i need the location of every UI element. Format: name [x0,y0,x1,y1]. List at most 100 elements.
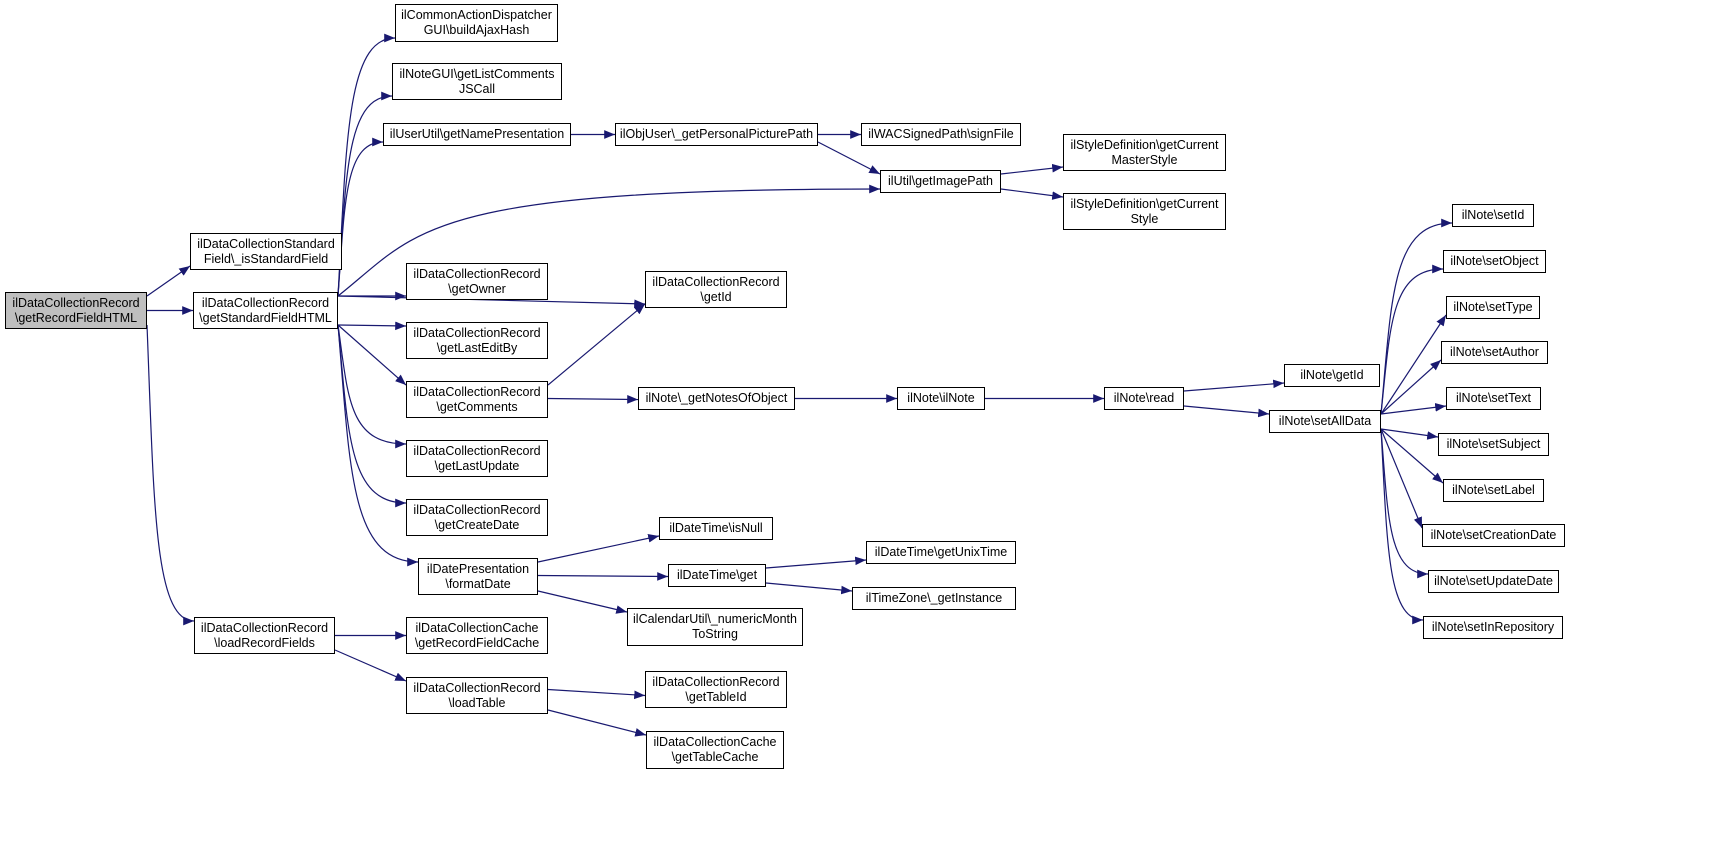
edge-formatDate-to-dtGet [537,572,669,581]
graph-node-set-id[interactable]: ilNote\setId [1452,204,1534,227]
node-label-line: \loadRecordFields [214,635,315,650]
graph-node-note-read[interactable]: ilNote\read [1104,387,1184,410]
graph-node-get-create-date[interactable]: ilDataCollectionRecord\getCreateDate [406,499,548,536]
edge-getStandardFieldHTML-to-getComments [337,324,407,386]
graph-node-get-table-id[interactable]: ilDataCollectionRecord\getTableId [645,671,787,708]
graph-node-get-name-presentation[interactable]: ilUserUtil\getNamePresentation [383,123,571,146]
graph-node-set-text[interactable]: ilNote\setText [1446,387,1541,410]
node-label-line: ilTimeZone\_getInstance [865,591,1003,605]
graph-node-get-record-field-cache[interactable]: ilDataCollectionCache\getRecordFieldCach… [406,617,548,654]
edge-getComments-to-getId [547,303,646,386]
edge-getImagePath-to-getCurrentMasterStyle [1000,163,1064,175]
graph-node-load-table[interactable]: ilDataCollectionRecord\loadTable [406,677,548,714]
graph-node-note-get-id[interactable]: ilNote\getId [1284,364,1380,387]
graph-node-sign-file[interactable]: ilWACSignedPath\signFile [861,123,1021,146]
node-label-line: Style [1130,211,1159,226]
node-label-line: ilDateTime\getUnixTime [874,545,1008,559]
graph-node-get-last-edit-by[interactable]: ilDataCollectionRecord\getLastEditBy [406,322,548,359]
graph-node-get-standard-field-html[interactable]: ilDataCollectionRecord\getStandardFieldH… [193,292,338,329]
graph-node-get-comments[interactable]: ilDataCollectionRecord\getComments [406,381,548,418]
edge-formatDate-to-numericMonth [537,590,628,614]
edge-getStandardFieldHTML-to-buildAjaxHash [337,33,396,297]
graph-node-format-date[interactable]: ilDatePresentation\formatDate [418,558,538,595]
graph-node-get-last-update[interactable]: ilDataCollectionRecord\getLastUpdate [406,440,548,477]
node-label-line: ilStyleDefinition\getCurrent [1070,196,1219,211]
edge-dtGet-to-getInstance [765,582,853,595]
graph-node-get-unix-time[interactable]: ilDateTime\getUnixTime [866,541,1016,564]
edge-getStandardFieldHTML-to-getLastUpdate [337,324,407,449]
node-label-line: ilDataCollectionRecord [201,295,330,310]
edge-getStandardFieldHTML-to-formatDate [337,324,419,567]
node-label-line: ToString [692,627,738,641]
edge-root-to-loadRecordFields [146,324,195,626]
node-label-line: JSCall [458,81,496,96]
node-label-line: ilDataCollectionCache [653,735,777,749]
node-label-line: ilDataCollectionRecord [413,325,541,340]
node-label-line: ilNote\setId [1461,208,1525,222]
edge-getStandardFieldHTML-to-getCreateDate [337,324,407,508]
node-label-line: ilDateTime\get [676,568,758,582]
graph-node-il-note-ctor[interactable]: ilNote\ilNote [897,387,985,410]
graph-node-get-image-path[interactable]: ilUtil\getImagePath [880,170,1001,193]
node-label-line: ilNote\setAllData [1278,414,1372,428]
edge-setAllData-to-setInRepository [1380,428,1424,625]
graph-node-get-owner[interactable]: ilDataCollectionRecord\getOwner [406,263,548,300]
graph-node-set-all-data[interactable]: ilNote\setAllData [1269,410,1381,433]
node-label-line: ilNote\setAuthor [1450,345,1539,359]
graph-node-set-object[interactable]: ilNote\setObject [1443,250,1546,273]
node-label-line: ilWACSignedPath\signFile [868,127,1014,141]
node-label-line: ilNote\setCreationDate [1430,528,1557,542]
edge-loadTable-to-getTableId [547,688,646,700]
graph-node-get-personal-picture-path[interactable]: ilObjUser\_getPersonalPicturePath [615,123,818,146]
graph-node-set-label[interactable]: ilNote\setLabel [1443,479,1544,502]
edge-setAllData-to-setId [1380,218,1453,415]
node-label-line: \getLastEditBy [436,340,518,355]
graph-node-get-instance[interactable]: ilTimeZone\_getInstance [852,587,1016,610]
node-label-line: ilDataCollectionRecord [413,680,541,695]
node-label-line: \getStandardFieldHTML [199,310,332,325]
graph-node-get-id[interactable]: ilDataCollectionRecord\getId [645,271,787,308]
node-label-line: ilUtil\getImagePath [888,174,993,188]
graph-node-get-notes-of-object[interactable]: ilNote\_getNotesOfObject [638,387,795,410]
node-label-line: ilDataCollectionRecord [413,266,541,281]
node-label-line: \getTableId [685,689,747,704]
node-label-line: ilNote\ilNote [907,391,975,405]
node-label-line: ilUserUtil\getNamePresentation [389,127,565,141]
edge-getPersonalPicturePath-to-getImagePath [817,141,881,175]
node-label-line: MasterStyle [1111,152,1178,167]
edge-setAllData-to-setObject [1380,264,1444,415]
graph-node-set-update-date[interactable]: ilNote\setUpdateDate [1428,570,1559,593]
node-label-line: ilCommonActionDispatcher [401,8,552,22]
node-label-line: ilDataCollectionStandard [197,236,335,251]
graph-node-set-type[interactable]: ilNote\setType [1446,296,1540,319]
graph-node-set-creation-date[interactable]: ilNote\setCreationDate [1422,524,1565,547]
graph-node-set-subject[interactable]: ilNote\setSubject [1438,433,1549,456]
edge-getStandardFieldHTML-to-getNamePresentation [337,137,384,297]
node-label-line: ilNote\setUpdateDate [1434,574,1553,588]
edge-noteRead-to-noteGetId [1183,379,1285,392]
graph-node-root: ilDataCollectionRecord\getRecordFieldHTM… [5,292,147,329]
node-label-line: ilDataCollectionRecord [12,295,140,310]
node-label-line: \formatDate [445,576,511,591]
graph-node-set-author[interactable]: ilNote\setAuthor [1441,341,1548,364]
node-label-line: \getId [700,289,732,304]
node-label-line: ilNote\read [1113,391,1175,405]
node-label-line: ilDataCollectionRecord [413,384,541,399]
edge-loadTable-to-getTableCache [547,709,647,737]
graph-node-get-table-cache[interactable]: ilDataCollectionCache\getTableCache [646,731,784,769]
node-label-line: \getTableCache [671,750,759,764]
node-label-line: ilNote\_getNotesOfObject [645,391,788,405]
graph-node-set-in-repository[interactable]: ilNote\setInRepository [1423,616,1563,639]
edge-setAllData-to-setText [1380,403,1447,415]
graph-node-dt-get[interactable]: ilDateTime\get [668,564,766,587]
graph-node-load-record-fields[interactable]: ilDataCollectionRecord\loadRecordFields [194,617,335,654]
graph-node-is-null[interactable]: ilDateTime\isNull [659,517,773,540]
edge-formatDate-to-isNull [537,534,660,563]
